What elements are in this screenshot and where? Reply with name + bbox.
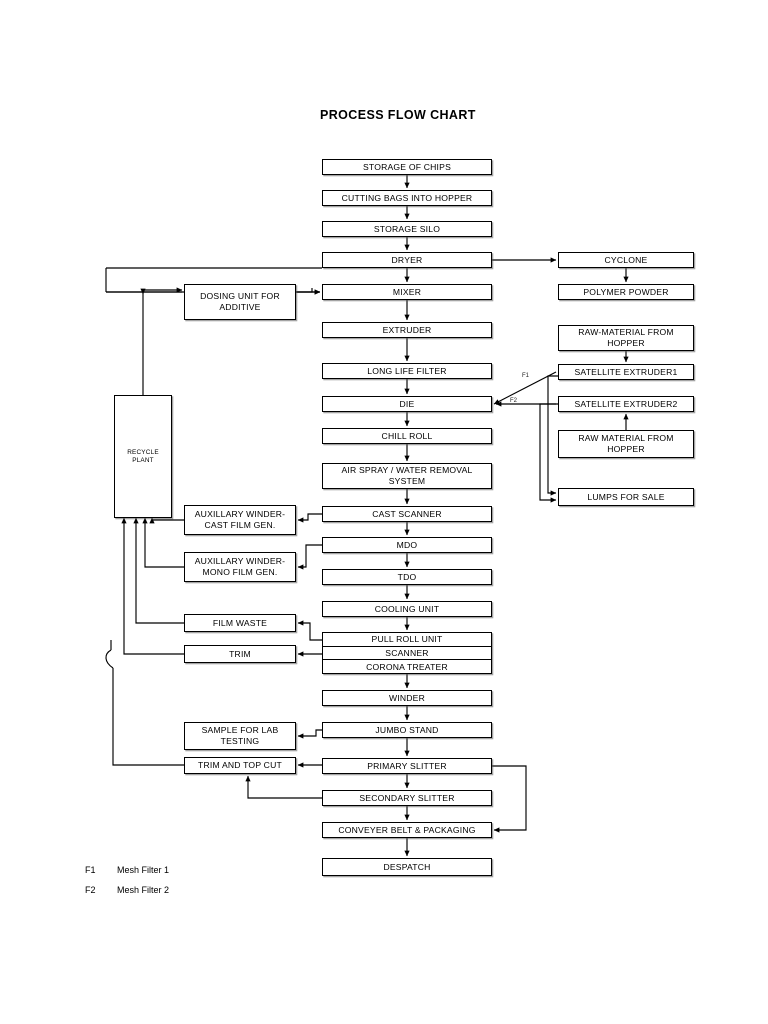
node-label: SAMPLE FOR LAB TESTING (201, 725, 279, 746)
node-label: LUMPS FOR SALE (587, 491, 665, 502)
node-auxillary-winder-cast-film-gen[interactable]: AUXILLARY WINDER-CAST FILM GEN. (184, 505, 296, 535)
node-label: TDO (397, 571, 417, 582)
node-label: DESPATCH (383, 861, 431, 872)
node-trim[interactable]: TRIM (184, 645, 296, 663)
node-pull-roll-unit-stack[interactable]: PULL ROLL UNIT SCANNER CORONA TREATER (322, 632, 492, 674)
node-label: CONVEYER BELT & PACKAGING (338, 824, 476, 835)
legend-key-f1: F1 (85, 865, 96, 875)
node-label: TRIM AND TOP CUT (198, 760, 282, 770)
node-label: RAW MATERIAL FROM HOPPER (578, 433, 674, 454)
node-secondary-slitter[interactable]: SECONDARY SLITTER (322, 790, 492, 806)
node-dosing-unit-for-additive[interactable]: DOSING UNIT FOR ADDITIVE (184, 284, 296, 320)
node-label: SATELLITE EXTRUDER2 (574, 398, 678, 409)
node-label: TRIM (229, 648, 251, 659)
legend-key-f2: F2 (85, 885, 96, 895)
legend-value-f2: Mesh Filter 2 (117, 885, 170, 895)
stack-row-label: SCANNER (385, 648, 429, 658)
node-label: CUTTING BAGS INTO HOPPER (341, 192, 473, 203)
node-label: FILM WASTE (212, 617, 268, 628)
node-label: RAW-MATERIAL FROM HOPPER (578, 327, 674, 348)
node-label: LONG LIFE FILTER (367, 365, 447, 376)
node-label: STORAGE SILO (373, 223, 441, 234)
node-label: EXTRUDER (382, 324, 432, 335)
node-storage-of-chips[interactable]: STORAGE OF CHIPS (322, 159, 492, 175)
node-label: POLYMER POWDER (583, 286, 669, 297)
node-tdo[interactable]: TDO (322, 569, 492, 585)
node-label: MIXER (392, 286, 422, 297)
stack-row-pull-roll-unit[interactable]: PULL ROLL UNIT (323, 633, 491, 647)
node-storage-silo[interactable]: STORAGE SILO (322, 221, 492, 237)
node-cooling-unit[interactable]: COOLING UNIT (322, 601, 492, 617)
node-raw-material-from-hopper-1[interactable]: RAW-MATERIAL FROM HOPPER (558, 325, 694, 351)
legend-value-f1: Mesh Filter 1 (117, 865, 170, 875)
node-label: AIR SPRAY / WATER REMOVAL SYSTEM (341, 465, 473, 486)
stack-row-corona-treater[interactable]: CORONA TREATER (323, 660, 491, 673)
node-polymer-powder[interactable]: POLYMER POWDER (558, 284, 694, 300)
node-jumbo-stand[interactable]: JUMBO STAND (322, 722, 492, 738)
node-despatch[interactable]: DESPATCH (322, 858, 492, 876)
node-satellite-extruder-1[interactable]: SATELLITE EXTRUDER1 (558, 364, 694, 380)
node-conveyer-belt-packaging[interactable]: CONVEYER BELT & PACKAGING (322, 822, 492, 838)
node-extruder[interactable]: EXTRUDER (322, 322, 492, 338)
node-label: WINDER (388, 692, 426, 703)
stack-row-label: PULL ROLL UNIT (371, 634, 443, 645)
page-title: PROCESS FLOW CHART (320, 108, 476, 122)
node-sample-for-lab-testing[interactable]: SAMPLE FOR LAB TESTING (184, 722, 296, 750)
node-raw-material-from-hopper-2[interactable]: RAW MATERIAL FROM HOPPER (558, 430, 694, 458)
node-label: STORAGE OF CHIPS (362, 161, 452, 172)
node-mixer[interactable]: MIXER (322, 284, 492, 300)
node-label: AUXILLARY WINDER-MONO FILM GEN. (194, 556, 286, 577)
node-label: SECONDARY SLITTER (359, 792, 455, 803)
node-label: CAST SCANNER (372, 508, 442, 519)
node-film-waste[interactable]: FILM WASTE (184, 614, 296, 632)
node-label: AUXILLARY WINDER-CAST FILM GEN. (194, 509, 286, 530)
node-label: RECYCLE PLANT (127, 448, 159, 464)
node-label: COOLING UNIT (374, 603, 440, 614)
node-label: PRIMARY SLITTER (367, 760, 447, 771)
stack-row-scanner[interactable]: SCANNER (323, 647, 491, 661)
node-label: CYCLONE (604, 254, 648, 265)
stack-row-label: CORONA TREATER (366, 661, 448, 672)
node-primary-slitter[interactable]: PRIMARY SLITTER (322, 758, 492, 774)
node-long-life-filter[interactable]: LONG LIFE FILTER (322, 363, 492, 379)
node-lumps-for-sale[interactable]: LUMPS FOR SALE (558, 488, 694, 506)
node-trim-and-top-cut[interactable]: TRIM AND TOP CUT (184, 757, 296, 774)
node-mdo[interactable]: MDO (322, 537, 492, 553)
node-chill-roll[interactable]: CHILL ROLL (322, 428, 492, 444)
node-label: DRYER (391, 254, 423, 265)
node-label: MDO (396, 539, 418, 550)
node-dryer[interactable]: DRYER (322, 252, 492, 268)
node-winder[interactable]: WINDER (322, 690, 492, 706)
node-label: DIE (399, 398, 415, 409)
node-air-spray-water-removal-system[interactable]: AIR SPRAY / WATER REMOVAL SYSTEM (322, 463, 492, 489)
edge-label-f2: F2 (510, 398, 518, 404)
node-label: DOSING UNIT FOR ADDITIVE (200, 291, 280, 312)
node-label: CHILL ROLL (381, 430, 433, 441)
node-label: SATELLITE EXTRUDER1 (574, 366, 678, 377)
node-recycle-plant[interactable]: RECYCLE PLANT (114, 395, 172, 518)
node-cyclone[interactable]: CYCLONE (558, 252, 694, 268)
node-cutting-bags-into-hopper[interactable]: CUTTING BAGS INTO HOPPER (322, 190, 492, 206)
node-auxillary-winder-mono-film-gen[interactable]: AUXILLARY WINDER-MONO FILM GEN. (184, 552, 296, 582)
node-cast-scanner[interactable]: CAST SCANNER (322, 506, 492, 522)
node-label: JUMBO STAND (375, 724, 439, 735)
node-satellite-extruder-2[interactable]: SATELLITE EXTRUDER2 (558, 396, 694, 412)
node-die[interactable]: DIE (322, 396, 492, 412)
edge-label-f1: F1 (522, 373, 530, 379)
